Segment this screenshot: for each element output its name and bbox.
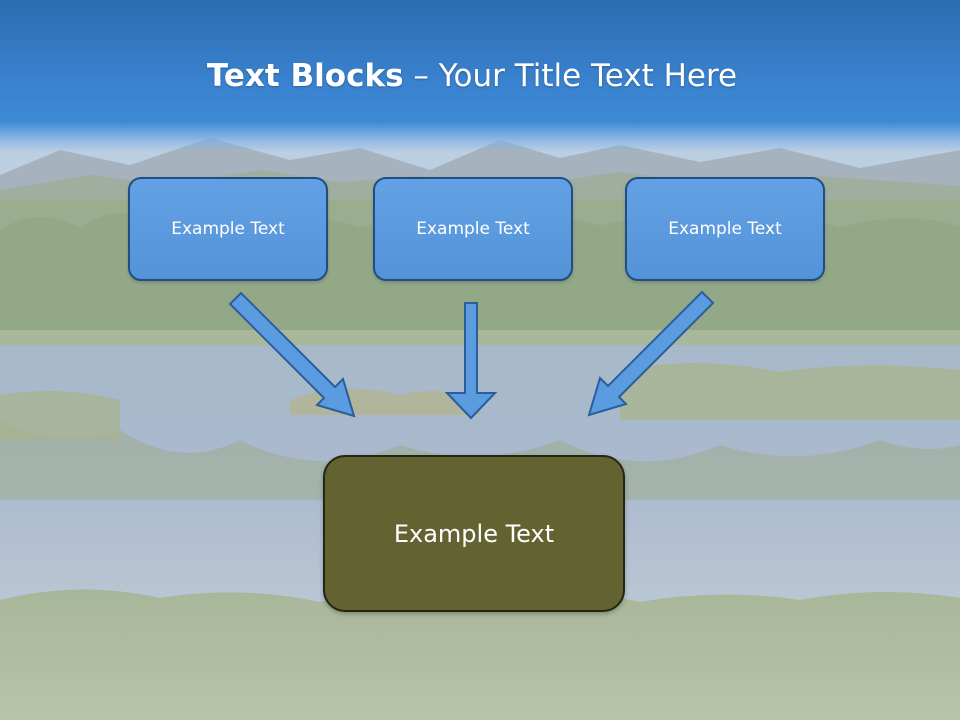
text-block-center: Example Text <box>373 177 573 281</box>
text-block-left: Example Text <box>128 177 328 281</box>
text-block-main-label: Example Text <box>393 519 555 548</box>
title-bar <box>0 0 960 152</box>
text-block-center-label: Example Text <box>416 219 530 239</box>
title-bold-part: Text Blocks <box>206 58 404 94</box>
text-block-main: Example Text <box>323 455 625 612</box>
text-block-right-label: Example Text <box>668 219 782 239</box>
slide-title: Text Blocks – Your Title Text Here <box>0 56 944 96</box>
title-rest-part: – Your Title Text Here <box>403 58 738 94</box>
text-block-left-label: Example Text <box>171 219 285 239</box>
text-block-right: Example Text <box>625 177 825 281</box>
